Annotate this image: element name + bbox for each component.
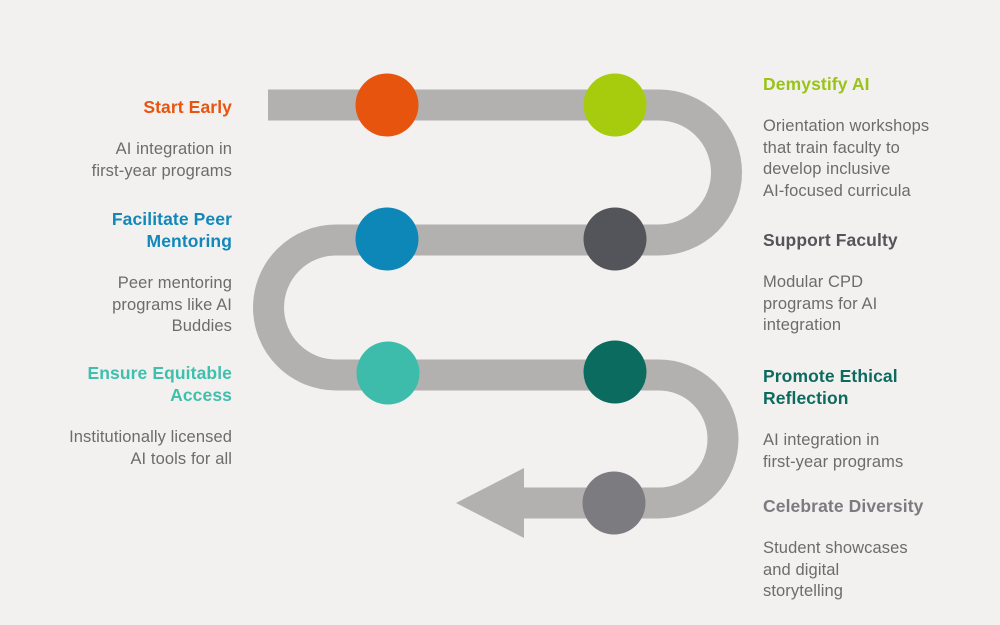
step-dot xyxy=(583,207,647,271)
step-celebrate-diversity: Celebrate Diversity Student showcases an… xyxy=(763,473,978,624)
step-title: Ensure Equitable Access xyxy=(87,362,232,405)
step-title: Start Early xyxy=(143,96,232,117)
step-dot xyxy=(583,340,647,404)
step-promote-ethical-reflection: Promote Ethical Reflection AI integratio… xyxy=(763,343,978,495)
step-dot xyxy=(583,73,647,137)
step-title: Facilitate Peer Mentoring xyxy=(111,208,232,251)
step-description: AI integration in first-year programs xyxy=(91,140,232,180)
step-dots xyxy=(355,73,647,535)
step-description: AI integration in first-year programs xyxy=(763,431,904,471)
arrowhead-icon xyxy=(456,468,524,538)
step-description: Student showcases and digital storytelli… xyxy=(763,539,908,600)
step-dot xyxy=(355,73,419,137)
step-title: Demystify AI xyxy=(763,73,870,94)
step-description: Peer mentoring programs like AI Buddies xyxy=(112,274,232,335)
step-demystify-ai: Demystify AI Orientation workshops that … xyxy=(763,51,978,224)
step-support-faculty: Support Faculty Modular CPD programs for… xyxy=(763,207,978,358)
step-start-early: Start Early AI integration in first-year… xyxy=(0,74,232,204)
step-facilitate-peer-mentoring: Facilitate Peer Mentoring Peer mentoring… xyxy=(0,186,232,359)
step-dot xyxy=(582,471,646,535)
step-description: Orientation workshops that train faculty… xyxy=(763,117,930,200)
step-dot xyxy=(356,341,420,405)
step-dot xyxy=(355,207,419,271)
step-description: Modular CPD programs for AI integration xyxy=(763,273,878,334)
step-title: Promote Ethical Reflection xyxy=(763,365,898,408)
step-ensure-equitable-access: Ensure Equitable Access Institutionally … xyxy=(0,340,232,492)
step-description: Institutionally licensed AI tools for al… xyxy=(69,428,232,468)
snake-path xyxy=(253,89,742,519)
step-title: Celebrate Diversity xyxy=(763,495,924,516)
step-title: Support Faculty xyxy=(763,229,898,250)
